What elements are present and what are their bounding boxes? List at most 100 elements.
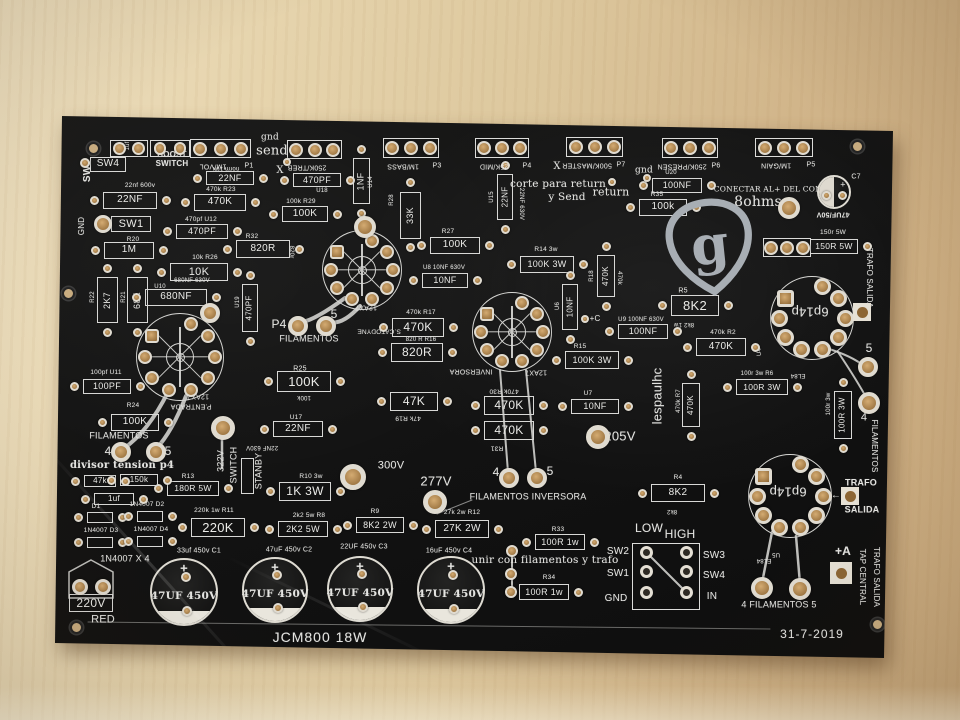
component-value: 100k	[651, 201, 675, 212]
component-outline: 100K 3W	[565, 351, 619, 369]
solder-pad	[94, 215, 112, 233]
socket-center	[357, 265, 367, 275]
component-value: 100PF	[92, 380, 122, 391]
component-outline: 820R	[236, 240, 290, 258]
silkscreen-text: FILAMENTOS INVERSORA	[469, 491, 587, 502]
component-value: 10NF	[433, 274, 457, 285]
square-pad-hole	[856, 306, 868, 318]
component-outline: 100R 3W	[834, 391, 852, 439]
solder-pad	[527, 468, 547, 488]
solder-pad	[161, 195, 171, 205]
solder-pad	[342, 520, 352, 530]
solder-pad	[211, 292, 221, 302]
silkscreen-text: R27	[441, 227, 455, 235]
jumper-hole	[679, 545, 693, 559]
silkscreen-text: FILAMENTOS	[870, 419, 879, 473]
socket-pin-pad	[162, 383, 177, 398]
silkscreen-text: R18	[589, 270, 595, 282]
silkscreen-text: 470k R30	[489, 387, 519, 395]
plus-mark: +	[271, 559, 279, 575]
solder-pad	[245, 336, 255, 346]
header-pin-pad	[193, 141, 208, 156]
solder-pad	[470, 425, 480, 435]
solder-pad	[493, 524, 503, 534]
solder-pad	[589, 537, 599, 547]
solder-pad	[223, 483, 233, 493]
connector-label: 1M/BASS	[387, 162, 419, 170]
solder-pad	[604, 326, 614, 336]
component-value: 820R	[402, 345, 432, 359]
header-pin-pad	[233, 141, 248, 156]
silkscreen-text: R32	[245, 232, 259, 240]
component-value: SW4	[96, 158, 120, 169]
silkscreen-text: send	[256, 143, 288, 159]
silkscreen-text: U7	[583, 389, 593, 397]
solder-pad	[408, 275, 418, 285]
component-outline: 100R 3W	[736, 379, 788, 395]
solder-pad	[722, 382, 732, 392]
socket-pin-pad	[144, 370, 159, 385]
solder-pad	[177, 522, 187, 532]
silkscreen-text: 100r 3w R6	[740, 371, 774, 377]
socket-pin-pad	[814, 487, 832, 505]
solder-pad	[682, 342, 692, 352]
cap-polarity-stripe	[419, 609, 483, 622]
solder-pad	[709, 488, 719, 498]
solder-pad	[405, 178, 415, 187]
silkscreen-text: R13	[181, 472, 195, 480]
silkscreen-text: 470k R17	[406, 308, 436, 316]
solder-pad	[484, 240, 494, 250]
pin-header	[566, 137, 623, 157]
silkscreen-text: 4	[860, 411, 868, 424]
component-value: 1NF	[355, 172, 366, 190]
solder-pad	[470, 400, 480, 410]
solder-pad	[723, 300, 733, 310]
header-pin-pad	[495, 141, 509, 155]
component-outline: 470K	[696, 338, 746, 356]
socket-pin-pad	[329, 281, 344, 296]
socket-pin-pad	[776, 290, 794, 308]
component-outline	[87, 536, 113, 548]
component-outline: 1K 3W	[279, 481, 331, 501]
header-pin-pad	[777, 140, 791, 155]
solder-pad	[158, 245, 168, 255]
component-value: 100K	[442, 239, 468, 250]
solder-pad	[686, 369, 696, 379]
connector-label: 250K/PRESEN	[657, 162, 707, 170]
socket-pin-pad	[830, 290, 848, 308]
component-outline: 220V	[69, 594, 113, 612]
component-value: 470K	[403, 320, 433, 334]
mounting-hole	[850, 139, 864, 153]
solder-pad	[211, 416, 235, 440]
solder-pad	[265, 486, 275, 496]
connector-label: 250K/TREB	[287, 163, 326, 171]
solder-pad	[447, 347, 457, 357]
solder-pad	[838, 443, 848, 453]
silkscreen-text: 1N4007 D3	[83, 526, 119, 534]
socket-pin-pad	[836, 309, 854, 327]
component-value: 100R 3W	[743, 381, 781, 392]
header-pin-pad	[477, 141, 491, 155]
silkscreen-text: 22NF 630V	[518, 187, 524, 221]
solder-pad	[354, 216, 376, 238]
solder-pad	[657, 300, 667, 310]
solder-pad	[263, 376, 273, 386]
component-value: 680NF	[160, 291, 192, 302]
solder-pad	[565, 334, 575, 344]
solder-pad	[672, 326, 682, 336]
connector-port: P3	[432, 162, 442, 170]
solder-pad	[421, 524, 431, 534]
solder-pad	[332, 524, 342, 534]
component-outline: 10K	[170, 263, 228, 281]
mounting-hole	[69, 620, 83, 634]
silkscreen-text: HIGH	[664, 527, 696, 541]
silkscreen-text: JCM800 18W	[272, 629, 368, 645]
solder-pad	[750, 342, 760, 352]
jumper-hole	[679, 564, 693, 578]
header-pin-pad	[213, 141, 228, 156]
solder-pad	[181, 571, 191, 582]
silkscreen-text: GND	[77, 216, 86, 236]
silkscreen-text: R22	[90, 291, 96, 303]
component-value: 8K2	[682, 297, 708, 313]
solder-pad	[123, 536, 133, 546]
